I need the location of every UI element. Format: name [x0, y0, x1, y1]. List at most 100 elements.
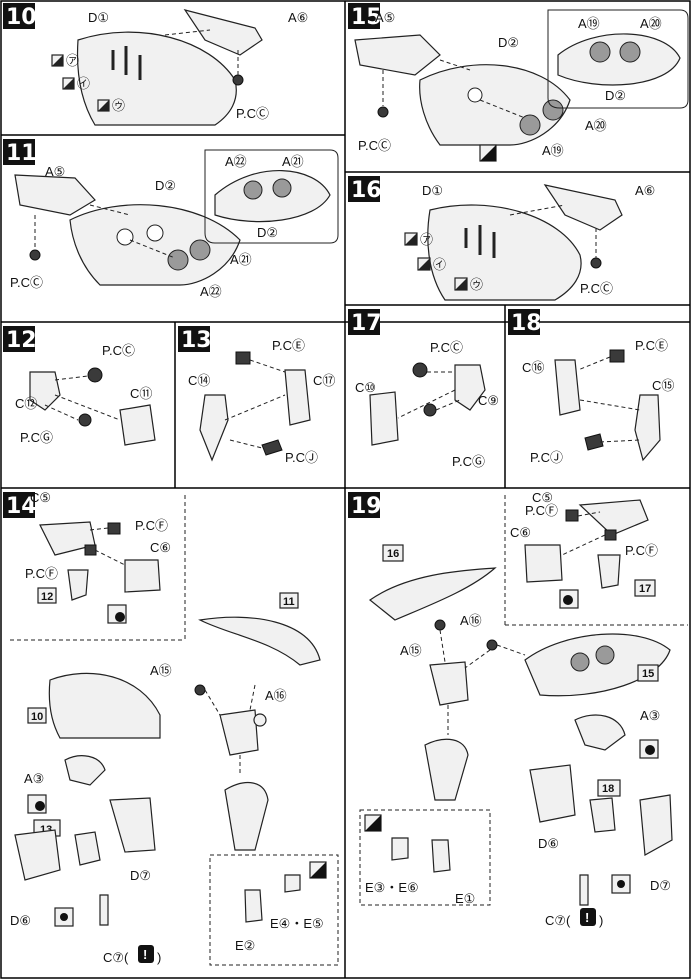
part-c6 — [524, 544, 563, 583]
subassembly-13 — [74, 831, 101, 866]
label-pc: P.CⒸ — [580, 281, 613, 296]
step-number: 13 — [181, 328, 212, 353]
bracket-part-a6 — [183, 9, 263, 56]
label-pc2: P.CⒼ — [20, 430, 53, 445]
part-d7 — [639, 794, 673, 856]
polycap — [232, 74, 244, 86]
label-pc1: P.CⒸ — [102, 343, 135, 358]
label-c7: C⑦( — [103, 950, 129, 965]
ref-11: 11 — [283, 596, 295, 608]
part-e4-e5 — [284, 874, 301, 893]
part-a3 — [574, 714, 626, 751]
mark-i: ㋑ — [77, 76, 90, 91]
mark-i: ㋑ — [433, 257, 446, 272]
label-c2: C⑨ — [478, 393, 499, 408]
label-pc2: P.CⒿ — [285, 450, 318, 465]
label-d: D① — [88, 10, 109, 25]
label-c2: C⑰ — [313, 373, 335, 388]
label-inset-a1: A㉒ — [225, 154, 247, 169]
step-number: 14 — [6, 494, 37, 519]
label-a: A⑥ — [635, 183, 655, 198]
subassembly-10 — [48, 672, 161, 739]
label-inset-a2: A㉑ — [282, 154, 304, 169]
step-number: 10 — [6, 5, 37, 30]
label-c5: C⑤ — [532, 490, 553, 505]
step-number: 16 — [351, 178, 382, 203]
subassembly-11 — [198, 616, 321, 666]
ref-10: 10 — [31, 711, 43, 723]
label-a15: A⑮ — [400, 643, 422, 658]
label-inset-a2: A⑳ — [640, 16, 662, 31]
label-d: D② — [155, 178, 176, 193]
label-pcf1: P.CⒻ — [135, 518, 168, 533]
warning-mark: ! — [143, 947, 147, 962]
label-inset-d: D② — [605, 88, 626, 103]
ref-16: 16 — [387, 548, 399, 560]
warning-mark: ! — [585, 910, 589, 925]
label-inset-d: D② — [257, 225, 278, 240]
subassembly-17 — [597, 554, 621, 589]
label-a16: A⑯ — [265, 688, 287, 703]
part-e3-e6 — [391, 837, 409, 861]
label-c2: C⑮ — [652, 378, 674, 393]
label-d7: D⑦ — [130, 868, 151, 883]
label-c7-close: ) — [157, 950, 161, 965]
step-number: 18 — [511, 311, 542, 336]
step-14: 14 12 11 10 13 — [3, 490, 339, 966]
label-a: A⑥ — [288, 10, 308, 25]
label-c6: C⑥ — [150, 540, 171, 555]
label-inset-a1: A⑲ — [578, 16, 600, 31]
label-d6: D⑥ — [538, 836, 559, 851]
step-number: 17 — [351, 311, 382, 336]
label-a16: A⑯ — [460, 613, 482, 628]
label-a: A⑤ — [45, 164, 65, 179]
ref-15: 15 — [642, 668, 654, 680]
subassembly-12 — [67, 569, 89, 601]
ref-17: 17 — [639, 583, 651, 595]
label-pc1: P.CⒺ — [272, 338, 305, 353]
label-pc1: P.CⒸ — [430, 340, 463, 355]
shield-part-d2 — [69, 204, 241, 286]
label-c1: C⑯ — [522, 360, 544, 375]
mark-u: ㋒ — [470, 277, 483, 292]
ref-12: 12 — [41, 591, 53, 603]
detail-inset — [547, 9, 689, 109]
step-number: 12 — [6, 328, 37, 353]
label-c1: C⑭ — [188, 373, 210, 388]
shield-part-d1 — [76, 31, 237, 126]
label-a-bottom: A⑲ — [542, 143, 564, 158]
bracket-part-a5 — [14, 174, 96, 216]
part-c7 — [579, 874, 589, 906]
label-c7-close: ) — [599, 913, 603, 928]
step-17: 17 P.CⒸ C⑩ C⑨ P.CⒼ — [348, 309, 499, 469]
label-a-right: A㉑ — [230, 252, 252, 267]
bracket-part-a6 — [543, 184, 623, 231]
subassembly-18 — [589, 797, 616, 833]
shield-part-d1 — [427, 204, 582, 301]
label-pc2: P.CⒼ — [452, 454, 485, 469]
hip-block — [429, 661, 469, 706]
step-number: 15 — [351, 5, 382, 30]
mark-a: ㋐ — [66, 53, 79, 68]
leg-assembly — [424, 738, 469, 801]
label-e2: E② — [235, 938, 255, 953]
subassembly-16 — [368, 567, 497, 621]
step-number: 19 — [351, 494, 382, 519]
hip-block — [219, 709, 259, 756]
label-pc: P.CⒸ — [236, 106, 269, 121]
label-c2: C⑫ — [15, 396, 37, 411]
label-pc: P.CⒸ — [10, 275, 43, 290]
mark-a: ㋐ — [420, 232, 433, 247]
part-e1 — [431, 839, 451, 873]
step-18: 18 P.CⒺ C⑯ C⑮ P.CⒿ — [508, 309, 674, 465]
label-d: D① — [422, 183, 443, 198]
label-d6: D⑥ — [10, 913, 31, 928]
ref-18: 18 — [602, 783, 614, 795]
label-pcf1: P.CⒻ — [525, 503, 558, 518]
label-pcf2: P.CⒻ — [625, 543, 658, 558]
label-e4-e5: E④・E⑤ — [270, 916, 324, 931]
step-12: 12 P.CⒸ C⑪ C⑫ P.CⒼ — [3, 326, 156, 446]
bracket-part-a5 — [354, 34, 441, 76]
